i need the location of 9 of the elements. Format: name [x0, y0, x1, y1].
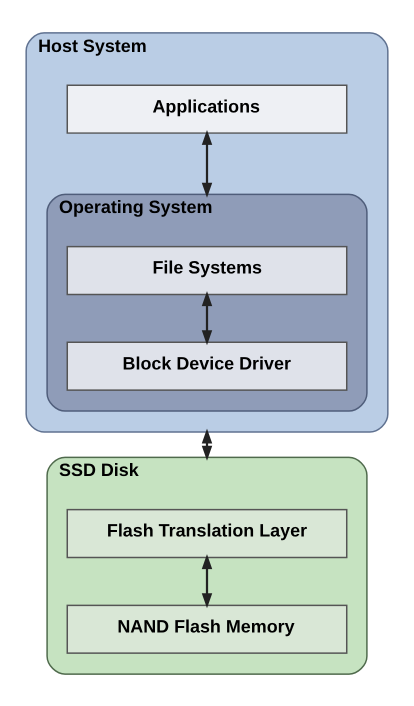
arrow — [202, 554, 212, 608]
arrow — [202, 290, 212, 345]
arrow — [202, 129, 212, 198]
node-box: Block Device Driver — [66, 341, 348, 390]
node-box: Flash Translation Layer — [66, 508, 348, 558]
node-box: Applications — [66, 84, 348, 134]
arrow — [202, 428, 212, 460]
node-box: File Systems — [66, 245, 348, 295]
node-box: NAND Flash Memory — [66, 604, 348, 654]
